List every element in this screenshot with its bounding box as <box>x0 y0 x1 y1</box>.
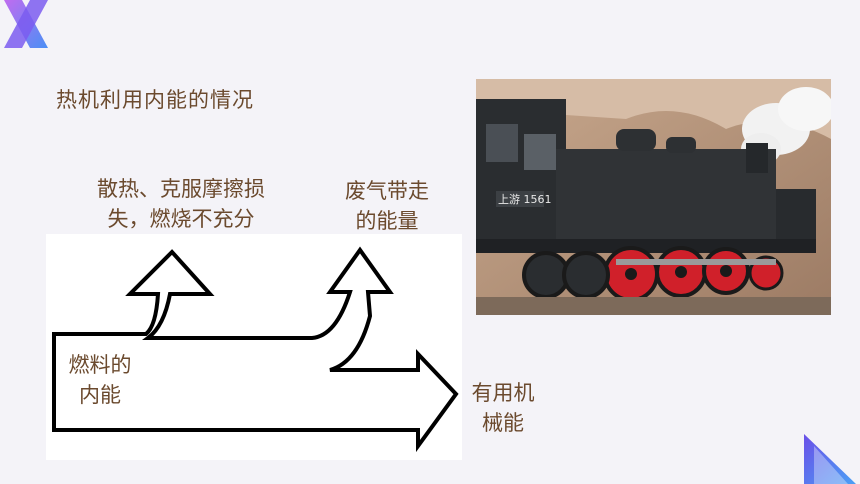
locomotive-cab <box>476 99 566 249</box>
steam-locomotive-photo: 上游 1561 <box>476 79 831 315</box>
fuel-label-line1: 燃料的 <box>68 353 132 377</box>
locomotive-number-plate: 上游 1561 <box>498 193 552 206</box>
slide-title: 热机利用内能的情况 <box>56 88 254 112</box>
exhaust-label-line2: 的能量 <box>355 209 419 233</box>
locomotive-boiler <box>556 149 776 244</box>
brand-logo-icon <box>4 0 48 48</box>
corner-triangle-icon <box>804 434 856 484</box>
main-flow-arrow <box>52 246 459 453</box>
heat-loss-label-line1: 散热、克服摩擦损 <box>97 177 265 201</box>
locomotive-image: 上游 1561 <box>476 79 831 315</box>
energy-flow-diagram <box>46 234 462 460</box>
fuel-label-line2: 内能 <box>79 383 121 407</box>
exhaust-label-line1: 废气带走 <box>345 179 429 203</box>
mechanical-label-line2: 械能 <box>482 411 524 435</box>
exhaust-energy-label: 废气带走 的能量 <box>330 176 444 236</box>
mechanical-energy-label: 有用机 械能 <box>458 378 548 438</box>
mechanical-label-line1: 有用机 <box>471 381 535 405</box>
energy-flow-arrows <box>52 246 459 453</box>
fuel-energy-label: 燃料的 内能 <box>56 350 144 410</box>
heat-loss-label: 散热、克服摩擦损 失，燃烧不充分 <box>74 174 288 234</box>
heat-loss-label-line2: 失，燃烧不充分 <box>107 207 255 231</box>
